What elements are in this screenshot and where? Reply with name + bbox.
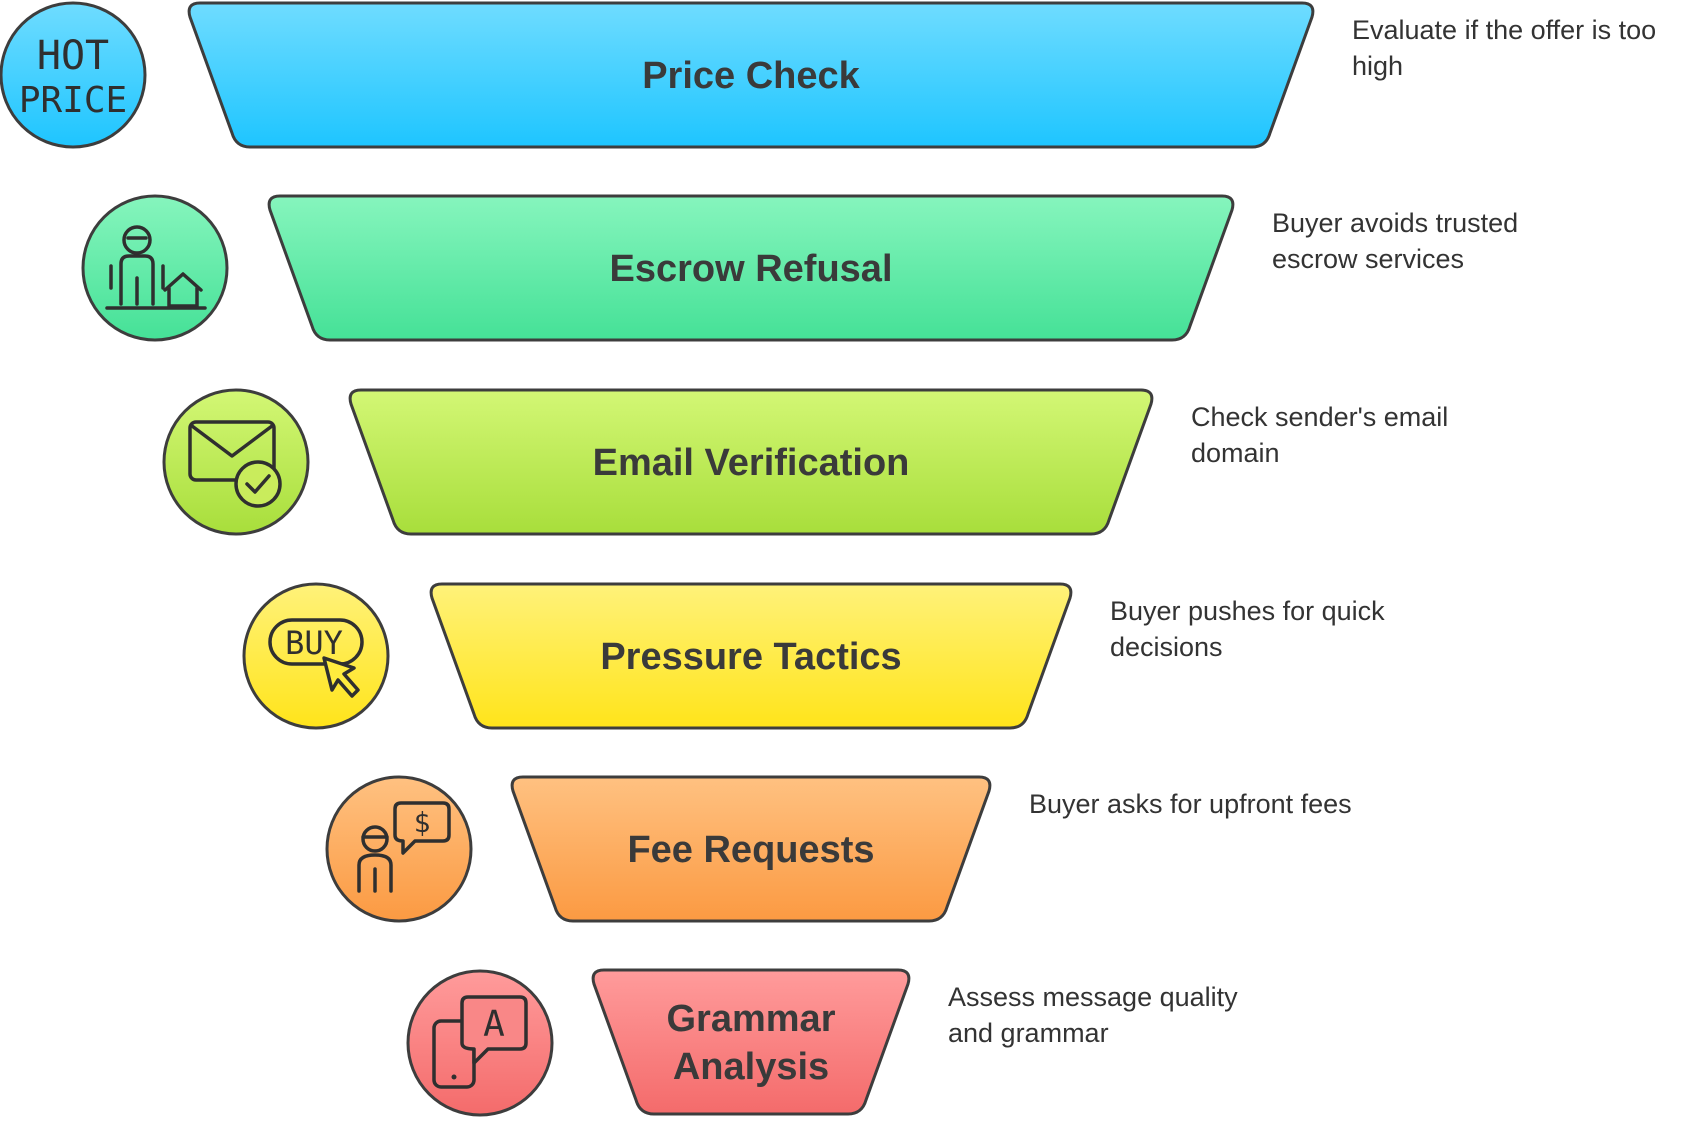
stage-description: Buyer asks for upfront fees [1029, 789, 1352, 819]
stage-label-line: Grammar [667, 998, 836, 1040]
stage-description: Buyer pushes for quick decisions [1110, 596, 1385, 662]
icon-text-hot: HOT [37, 33, 109, 79]
funnel-layer-shape [429, 582, 1073, 730]
stage-description: Buyer avoids trusted escrow services [1272, 208, 1519, 274]
icon-circle [162, 388, 310, 536]
funnel-stage-5: Fee Requests [510, 775, 992, 923]
funnel-stage-4: Pressure Tactics [429, 582, 1073, 730]
icon-text-letter-a: A [483, 1004, 505, 1045]
stage-label: Pressure Tactics [600, 636, 901, 678]
stage-label: Email Verification [593, 442, 910, 484]
email-check-icon [162, 388, 310, 536]
icon-circle [0, 1, 147, 149]
icon-circle [81, 194, 229, 342]
stage-label: Escrow Refusal [610, 248, 893, 290]
stage-label-line: Analysis [673, 1046, 829, 1088]
funnel-layer-shape [267, 194, 1235, 342]
icon-text-buy: BUY [285, 624, 343, 662]
buy-cursor-icon: BUY [242, 582, 390, 730]
funnel-layer-shape [591, 968, 911, 1116]
phone-letter-chat-icon: A [406, 969, 554, 1117]
funnel-stage-2: Escrow Refusal [267, 194, 1235, 342]
stage-description: Check sender's email domain [1191, 402, 1449, 468]
icon-circle [325, 775, 473, 923]
icon-text-price: PRICE [19, 80, 127, 121]
stage-label: Price Check [642, 55, 860, 97]
stage-label: Fee Requests [627, 829, 874, 871]
funnel-layer-shape [348, 388, 1154, 536]
funnel-layer-shape [510, 775, 992, 923]
person-money-chat-icon: $ [325, 775, 473, 923]
dollar-sign-icon: $ [414, 806, 431, 839]
funnel-layer-shape [187, 1, 1315, 149]
funnel-stage-3: Email Verification [348, 388, 1154, 536]
funnel-stage-1: Price Check [187, 1, 1315, 149]
person-house-icon [81, 194, 229, 342]
stage-description: Evaluate if the offer is too high [1352, 15, 1657, 81]
stage-description: Assess message quality and grammar [948, 982, 1238, 1048]
